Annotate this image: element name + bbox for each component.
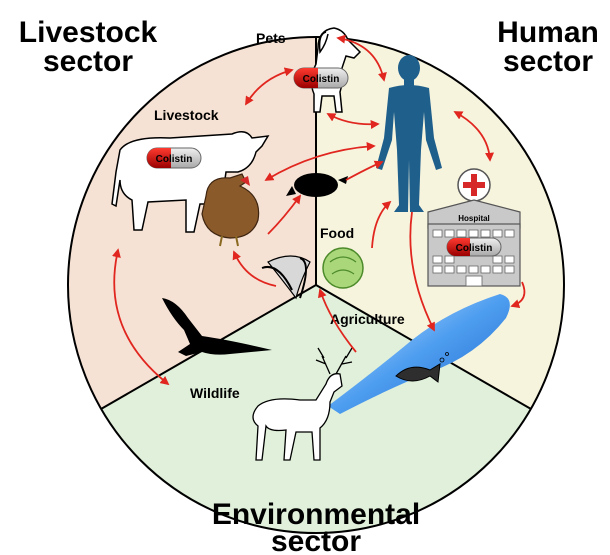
hospital-label: Hospital <box>458 214 490 223</box>
arrow-livestock-wildlife <box>112 248 170 386</box>
hospital-windows <box>432 229 515 287</box>
deer-icon <box>252 347 353 461</box>
livestock-sector-title-line2: sector <box>43 45 133 78</box>
arrow-pets-human-lower <box>326 113 380 129</box>
fish-icon <box>395 352 449 383</box>
transmission-arrows <box>112 34 526 386</box>
arrow-agriculture-livestock <box>232 250 277 287</box>
environmental-sector-title-line1: Environmental <box>212 498 420 531</box>
arrow-human-river <box>409 211 435 332</box>
arrow-hospital-river <box>510 281 526 308</box>
river-icon <box>328 294 510 414</box>
cabbage-icon <box>322 247 364 289</box>
pets-label: Pets <box>256 30 286 46</box>
agriculture-label: Agriculture <box>330 311 405 327</box>
arrow-livestock-human <box>264 142 376 181</box>
hen-icon <box>201 173 260 247</box>
livestock-label: Livestock <box>154 107 219 123</box>
arrow-agriculture-human <box>371 200 392 249</box>
arrow-food-human <box>345 160 384 181</box>
livestock-sector-title-line1: Livestock <box>19 16 158 49</box>
arrow-livestock-food <box>267 194 302 235</box>
corn-icon <box>261 255 311 300</box>
arrow-river-agriculture <box>318 288 357 353</box>
colistin-capsule-hospital: Colistin <box>446 237 502 257</box>
bird-icon <box>162 298 272 356</box>
food-label: Food <box>320 225 354 241</box>
colistin-label-hospital: Colistin <box>456 243 493 254</box>
human-sector-title-line2: sector <box>503 45 593 78</box>
colistin-label-livestock: Colistin <box>156 154 193 165</box>
colistin-capsule-livestock: Colistin <box>146 147 202 169</box>
arrow-human-hospital <box>453 111 495 162</box>
colistin-label-pets: Colistin <box>303 74 340 85</box>
arrow-pets-livestock <box>245 67 294 106</box>
arrow-pets-human <box>336 34 387 82</box>
environmental-sector-title-line2: sector <box>271 525 361 555</box>
colistin-capsule-pets: Colistin <box>293 67 349 89</box>
wildlife-label: Wildlife <box>190 385 240 401</box>
human-sector-title-line1: Human <box>497 16 599 49</box>
human-figure-icon <box>376 55 442 212</box>
